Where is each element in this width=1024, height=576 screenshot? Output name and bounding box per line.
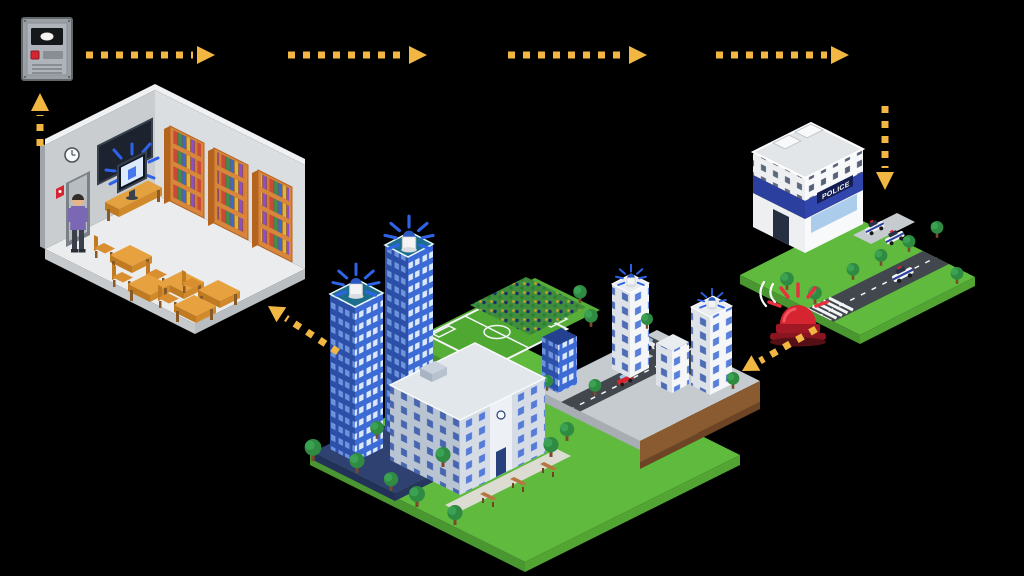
beacon-flash-icon [759, 280, 777, 308]
fire-alarm-dot [58, 190, 62, 193]
rooftop-siren-icon [697, 287, 727, 311]
beacon-dome [780, 305, 816, 324]
clock-hands [71, 150, 76, 156]
city-campus [295, 210, 765, 572]
panel-screen-indicator [40, 32, 54, 41]
school-clock [496, 410, 506, 420]
beacon-rays-icon [767, 282, 829, 308]
alert-rays-icon [104, 142, 160, 186]
city-pavement-edge [537, 390, 640, 450]
city-building-small [656, 334, 689, 393]
classroom-floor-edge-right [195, 269, 305, 334]
school-door [496, 447, 506, 477]
flow-arrow-right-2 [288, 46, 427, 64]
rooftop-siren-icon [615, 263, 647, 289]
skylight [771, 134, 803, 150]
person-shirt [70, 206, 86, 230]
flow-arrow-right-3 [508, 46, 647, 64]
classroom-wall-top-left [45, 84, 155, 145]
beacon-highlight [782, 307, 797, 323]
classroom-wall-top-right [155, 84, 305, 165]
bookcase [252, 169, 293, 263]
parking-pad [853, 213, 915, 244]
skylight [793, 123, 825, 139]
classroom-floor [45, 194, 305, 324]
school-entrance [490, 394, 512, 480]
person-teacher [68, 194, 88, 253]
alarm-panel [16, 14, 80, 88]
tower-plaza-edge [313, 452, 395, 501]
panel-screws [23, 19, 71, 79]
city-building-with-siren [610, 263, 651, 378]
tree [930, 221, 944, 238]
city-building-with-siren [689, 287, 734, 395]
dirt-field-edge [640, 402, 760, 469]
rooftop-siren-icon [383, 214, 435, 255]
police-sign [817, 175, 853, 204]
bookcase [164, 125, 205, 219]
rooftop-siren-icon [331, 262, 381, 301]
campus-ground-edge [525, 455, 740, 572]
city-building-blue [542, 328, 577, 393]
police-band-left [753, 175, 805, 219]
campus-path [445, 449, 571, 512]
panel-alert-button [30, 50, 40, 60]
emergency-beacon [753, 278, 839, 358]
classroom-wall-edge [40, 142, 45, 249]
police-building: POLICE [750, 121, 866, 253]
tree [584, 309, 598, 327]
alert-monitor [117, 150, 147, 200]
classroom [30, 82, 320, 347]
police-lawn-edge [860, 277, 975, 344]
flow-arrow-right-4 [716, 46, 849, 64]
classroom-floor-edge-left [45, 249, 195, 334]
panel-keypad [43, 51, 63, 59]
beacon-shadow [770, 337, 826, 347]
stadium-crowd [470, 277, 586, 335]
police-side-door [773, 209, 789, 245]
bookcase [208, 147, 249, 241]
panel-vent [32, 64, 62, 74]
beacon-base [776, 324, 820, 333]
flow-arrow-right-1 [86, 46, 215, 64]
police-glass-front [811, 194, 857, 233]
person-hair [72, 194, 84, 200]
school-building [388, 342, 547, 495]
dirt-field [640, 381, 760, 462]
